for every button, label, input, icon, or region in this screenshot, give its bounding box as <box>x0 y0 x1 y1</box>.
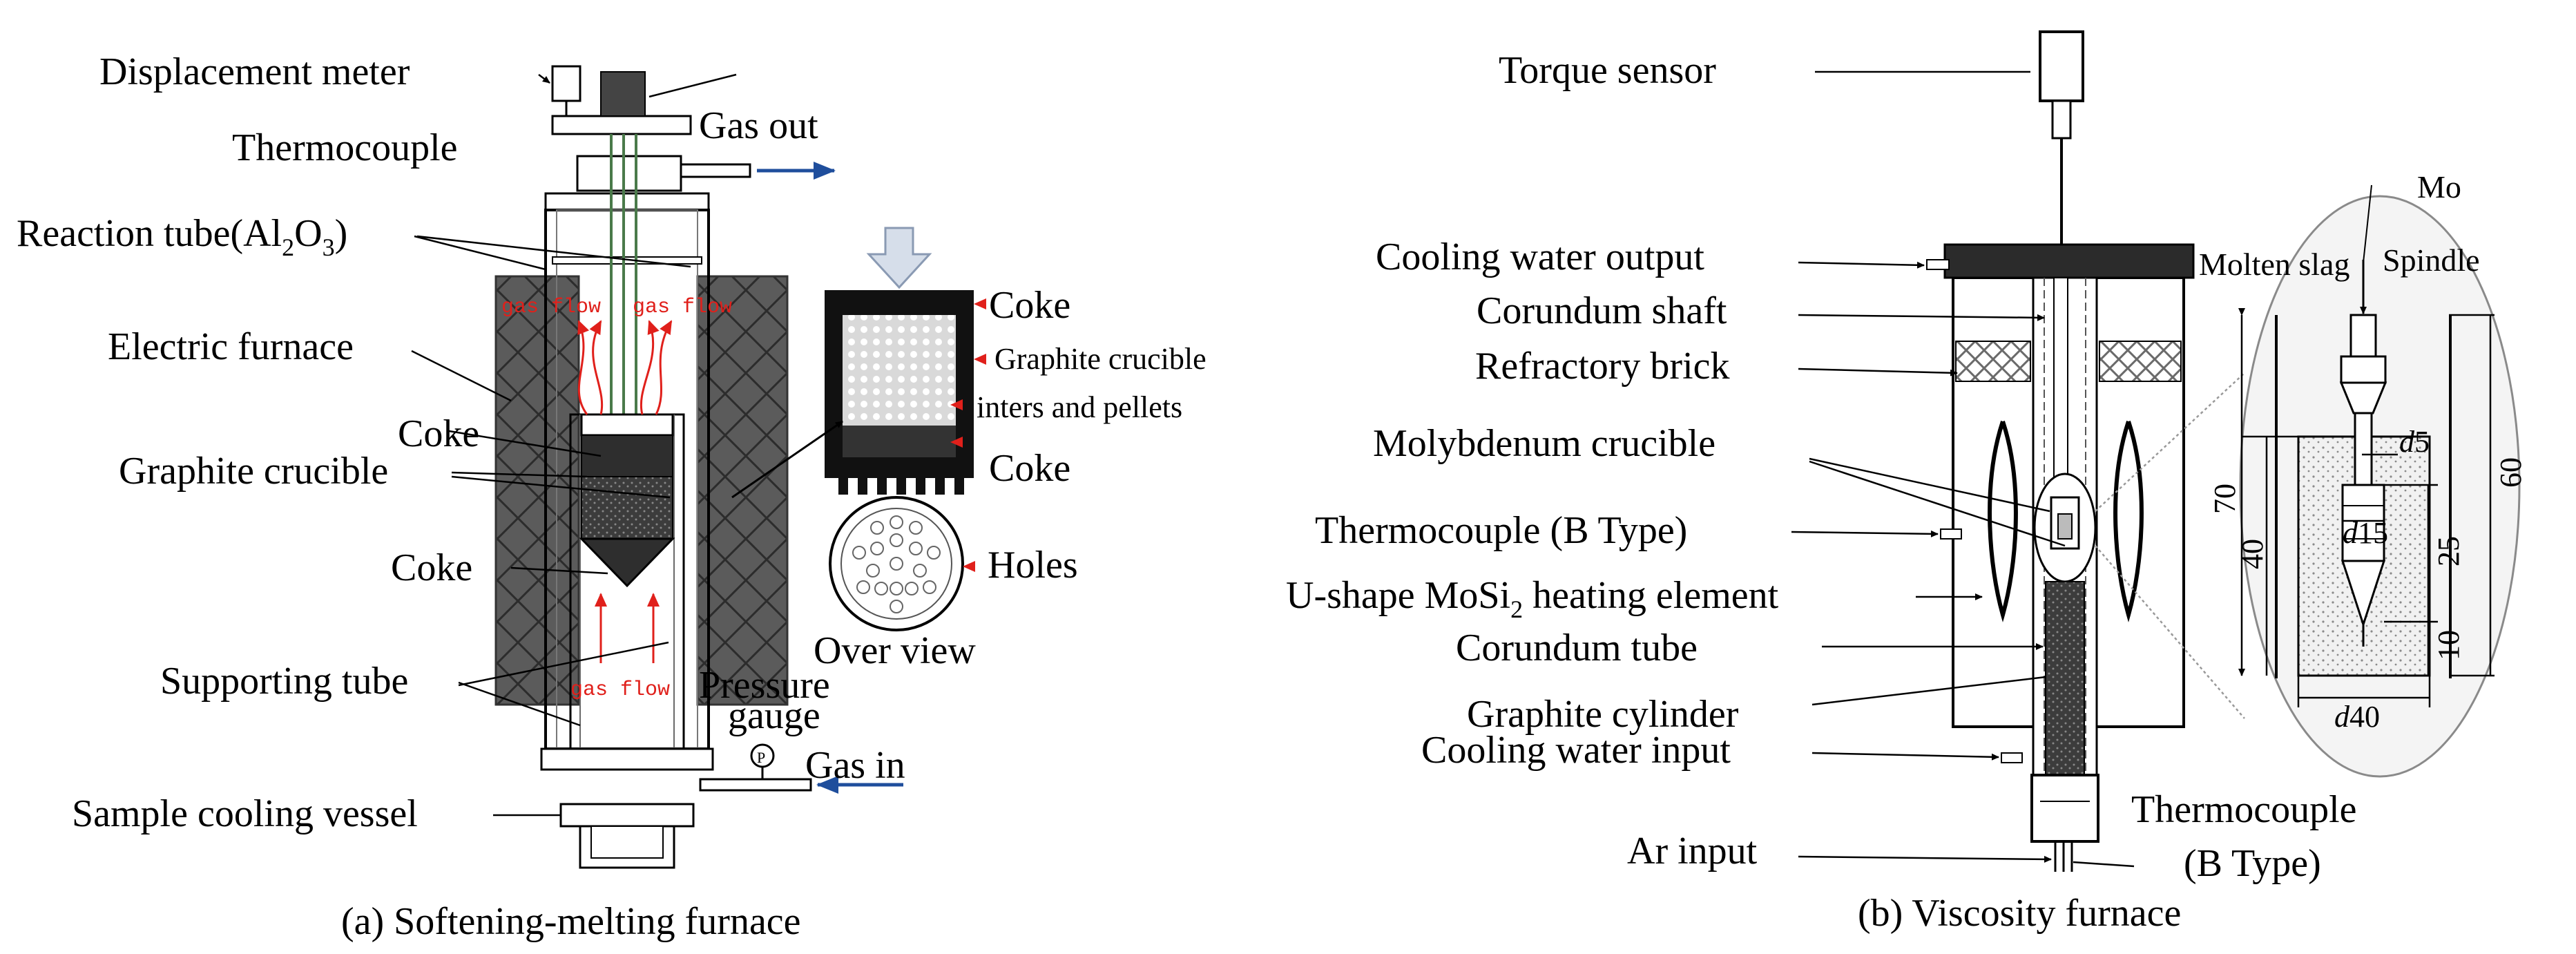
label-reaction-tube: Reaction tube(Al2O3) <box>17 212 347 261</box>
label-graphite-crucible: Graphite crucible <box>119 450 388 493</box>
dim-d5: d5 <box>2399 425 2430 459</box>
label-corundum-shaft: Corundum shaft <box>1477 289 1727 332</box>
label-corundum-tube: Corundum tube <box>1456 627 1698 669</box>
heating-element-left <box>1988 421 2018 622</box>
gas-out-block <box>576 155 682 192</box>
gas-flow-arrows <box>577 320 673 663</box>
dim-25: 25 <box>2432 536 2466 566</box>
label-spindle: Spindle <box>2383 242 2480 278</box>
thermocouple-head <box>600 71 646 117</box>
label-thermocouple: Thermocouple <box>232 126 458 169</box>
label-inset-graphite-crucible: Graphite crucible <box>994 342 1207 376</box>
caption-panel-a: (a) Softening-melting furnace <box>341 900 801 943</box>
furnace-lid <box>1943 243 2195 279</box>
label-holes: Holes <box>988 544 1078 586</box>
sample-cooling-flange <box>559 803 695 828</box>
electric-furnace-left <box>494 275 580 706</box>
label-supporting-tube: Supporting tube <box>160 660 408 703</box>
label-cooling-water-output: Cooling water output <box>1376 236 1704 278</box>
label-coke-lower: Coke <box>391 546 472 589</box>
label-mo: Mo <box>2417 169 2461 204</box>
label-over-view: Over view <box>814 629 976 672</box>
over-view-holes <box>829 496 975 631</box>
label-ar-input: Ar input <box>1627 830 1758 872</box>
furnace-bottom-cap <box>2030 774 2099 843</box>
label-molten-slag: Molten slag <box>2199 247 2349 282</box>
pressure-gauge-icon <box>750 743 775 768</box>
gas-flow-left-label: gas flow <box>501 296 601 319</box>
spindle <box>2349 314 2377 358</box>
dim-10: 10 <box>2432 630 2466 660</box>
detail-magnified-crucible <box>2238 184 2521 778</box>
label-heating-element: U-shape MoSi2 heating element <box>1286 574 1779 623</box>
label-thermocouple-b: Thermocouple (B Type) <box>1315 509 1687 552</box>
label-pressure-gauge-1: Pressure <box>699 664 830 707</box>
dim-40: 40 <box>2236 539 2269 569</box>
graphite-crucible <box>579 413 675 588</box>
label-thermocouple-bottom-1: Thermocouple <box>2131 788 2357 831</box>
label-thermocouple-bottom-2: (B Type) <box>2184 842 2321 885</box>
label-inset-coke-bottom: Coke <box>989 447 1070 490</box>
dim-70: 70 <box>2208 484 2242 514</box>
panel-a: gas flow gas flow gas flow P Dis <box>17 50 1207 943</box>
dim-d40: d40 <box>2334 700 2380 734</box>
gas-flow-right-label: gas flow <box>633 296 732 319</box>
label-pressure-gauge-2: gauge <box>728 694 820 737</box>
svg-text:P: P <box>757 749 765 766</box>
inset-crucible-section <box>731 227 986 499</box>
label-coke-upper: Coke <box>398 412 479 455</box>
dim-60: 60 <box>2494 457 2528 488</box>
label-inset-sinters-pellets: inters and pellets <box>977 390 1182 424</box>
label-torque-sensor: Torque sensor <box>1499 49 1716 92</box>
heating-element-right <box>2113 421 2144 622</box>
caption-panel-b: (b) Viscosity furnace <box>1858 892 2181 935</box>
label-electric-furnace: Electric furnace <box>108 325 354 368</box>
label-refractory-brick: Refractory brick <box>1475 345 1729 388</box>
label-gas-out: Gas out <box>699 104 818 147</box>
label-inset-coke-top: Coke <box>989 284 1070 327</box>
label-cooling-water-input: Cooling water input <box>1421 729 1731 772</box>
refractory-brick-left <box>1955 341 2031 382</box>
label-displacement-meter: Displacement meter <box>99 50 410 93</box>
label-gas-in: Gas in <box>805 744 905 787</box>
flange-bottom <box>540 747 714 771</box>
refractory-brick-right <box>2099 341 2182 382</box>
flange-top <box>544 192 710 211</box>
graphite-cylinder <box>2045 581 2085 776</box>
panel-b: Torque sensor Cooling water output Corun… <box>1286 30 2528 935</box>
displacement-meter-box <box>551 65 581 102</box>
label-sample-cooling-vessel: Sample cooling vessel <box>72 792 418 835</box>
label-molybdenum-crucible: Molybdenum crucible <box>1373 422 1715 465</box>
dim-d15: d15 <box>2343 516 2388 550</box>
gas-flow-bottom-label: gas flow <box>570 678 670 702</box>
top-plate <box>551 115 692 135</box>
label-graphite-cylinder: Graphite cylinder <box>1467 693 1739 736</box>
torque-sensor-icon <box>2039 30 2084 102</box>
